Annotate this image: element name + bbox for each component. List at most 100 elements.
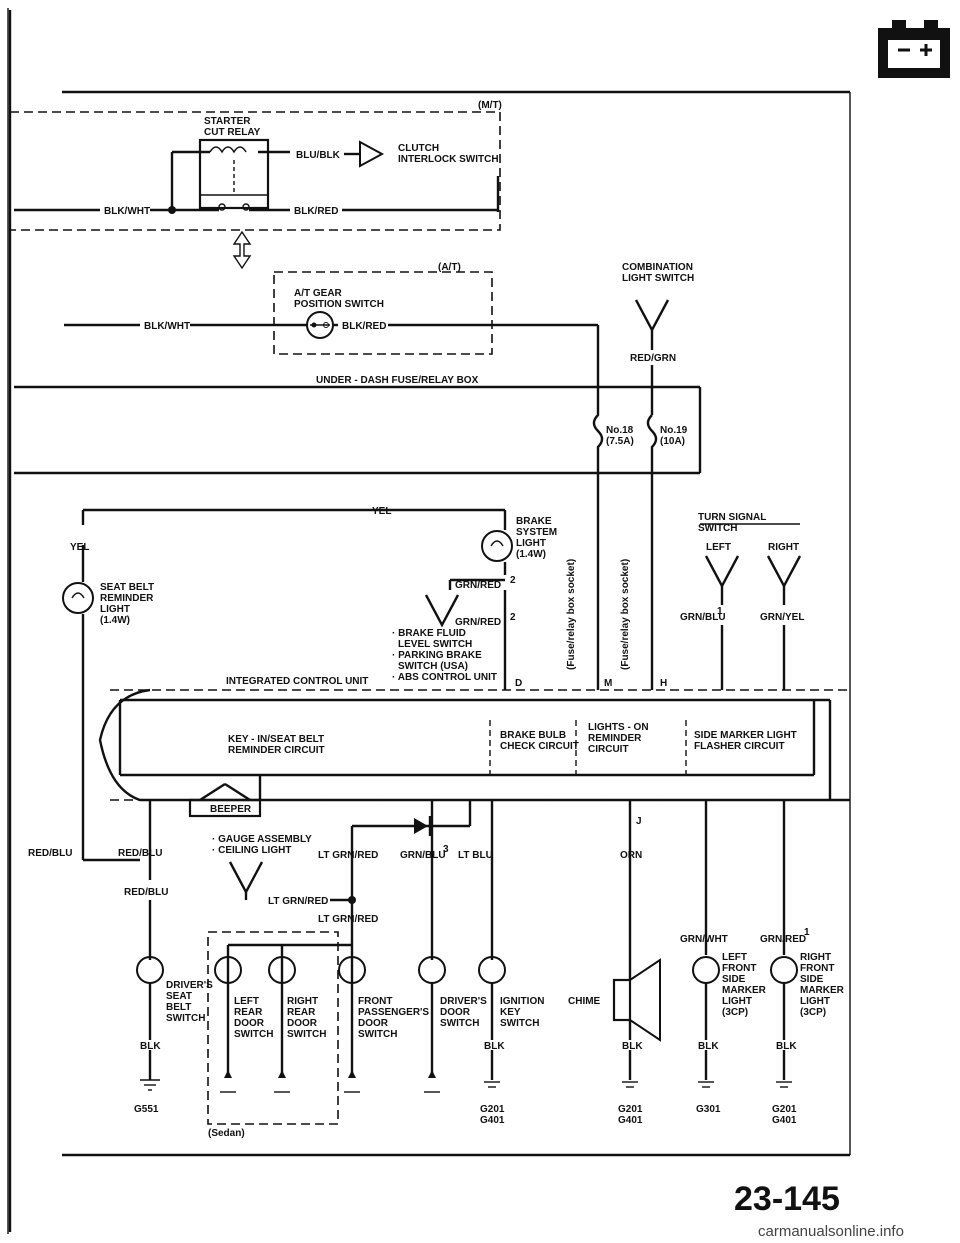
fpd-4: SWITCH bbox=[358, 1029, 397, 1040]
wire-blu-blk: BLU/BLK bbox=[296, 150, 341, 161]
lsm-3: SIDE bbox=[722, 974, 746, 985]
ground-g301: G301 bbox=[696, 1104, 721, 1115]
wire-grn-red-2: GRN/RED bbox=[455, 617, 501, 628]
rsm-6: (3CP) bbox=[800, 1007, 826, 1018]
watermark: carmanualsonline.info bbox=[758, 1223, 904, 1240]
wire-red-blu-1: RED/BLU bbox=[28, 848, 72, 859]
dsb-3: BELT bbox=[166, 1002, 191, 1013]
gauge-line1: · GAUGE ASSEMBLY bbox=[212, 834, 312, 845]
side-marker-circuit-1: SIDE MARKER LIGHT bbox=[694, 730, 797, 741]
turn-left: LEFT bbox=[706, 542, 731, 553]
combo-line2: LIGHT SWITCH bbox=[622, 273, 694, 284]
icu-label: INTEGRATED CONTROL UNIT bbox=[226, 676, 368, 687]
page-frame bbox=[7, 8, 851, 1234]
ground-g401-c: G401 bbox=[772, 1115, 797, 1126]
dsb-4: SWITCH bbox=[166, 1013, 205, 1024]
integrated-control-unit bbox=[98, 688, 850, 836]
wire-blk-red-1: BLK/RED bbox=[294, 206, 338, 217]
wire-grn-yel: GRN/YEL bbox=[760, 612, 804, 623]
wire-yel-top: YEL bbox=[372, 506, 391, 517]
lights-on-3: CIRCUIT bbox=[588, 744, 629, 755]
beeper-label: BEEPER bbox=[210, 804, 252, 815]
key-circuit-2: REMINDER CIRCUIT bbox=[228, 745, 325, 756]
yel-line-and-brake-light bbox=[62, 470, 654, 690]
mt-tag: (M/T) bbox=[478, 100, 502, 111]
wire-blk-wht-1: BLK/WHT bbox=[104, 206, 150, 217]
fpd-2: PASSENGER'S bbox=[358, 1007, 429, 1018]
mt-block bbox=[9, 111, 501, 231]
wire-grn-wht: GRN/WHT bbox=[680, 934, 728, 945]
wire-lt-grn-red-1: LT GRN/RED bbox=[318, 850, 378, 861]
lsm-1: LEFT bbox=[722, 952, 747, 963]
wire-blk-wht-2: BLK/WHT bbox=[144, 321, 190, 332]
brake-bulb-1: BRAKE BULB bbox=[500, 730, 566, 741]
wire-blk-5: BLK bbox=[776, 1041, 797, 1052]
at-gear-line2: POSITION SWITCH bbox=[294, 299, 384, 310]
brake-item-3: · PARKING BRAKE bbox=[392, 650, 482, 661]
rrd-3: DOOR bbox=[287, 1018, 318, 1029]
ign-2: KEY bbox=[500, 1007, 521, 1018]
combo-line1: COMBINATION bbox=[622, 262, 693, 273]
lrd-1: LEFT bbox=[234, 996, 259, 1007]
dsb-1: DRIVER'S bbox=[166, 980, 213, 991]
fuse-socket-label-2: (Fuse/relay box socket) bbox=[620, 559, 631, 670]
lights-on-2: REMINDER bbox=[588, 733, 642, 744]
variant-arrow-icon bbox=[232, 230, 252, 270]
sedan-label: (Sedan) bbox=[208, 1128, 245, 1139]
brake-light-1: BRAKE bbox=[516, 516, 552, 527]
seatbelt-light-3: LIGHT bbox=[100, 604, 130, 615]
wire-blk-3: BLK bbox=[622, 1041, 643, 1052]
starter-title: STARTER bbox=[204, 116, 251, 127]
lower-wiring bbox=[81, 690, 798, 1125]
brake-bulb-2: CHECK CIRCUIT bbox=[500, 741, 579, 752]
lsm-6: (3CP) bbox=[722, 1007, 748, 1018]
lsm-5: LIGHT bbox=[722, 996, 752, 1007]
rrd-1: RIGHT bbox=[287, 996, 318, 1007]
terminal-d: D bbox=[515, 678, 522, 689]
brake-item-1: · BRAKE FLUID bbox=[392, 628, 466, 639]
turn-signal-1: TURN SIGNAL bbox=[698, 512, 766, 523]
ign-3: SWITCH bbox=[500, 1018, 539, 1029]
clutch-line1: CLUTCH bbox=[398, 143, 439, 154]
combination-switch-symbol bbox=[634, 299, 670, 415]
wire-red-blu-3: RED/BLU bbox=[124, 887, 168, 898]
superscript-2a: 2 bbox=[510, 575, 516, 586]
brake-item-4: SWITCH (USA) bbox=[398, 661, 468, 672]
lights-on-1: LIGHTS - ON bbox=[588, 722, 649, 733]
at-block bbox=[64, 271, 600, 395]
wire-lt-blu: LT BLU bbox=[458, 850, 493, 861]
key-circuit-1: KEY - IN/SEAT BELT bbox=[228, 734, 324, 745]
lrd-4: SWITCH bbox=[234, 1029, 273, 1040]
lsm-4: MARKER bbox=[722, 985, 767, 996]
rrd-2: REAR bbox=[287, 1007, 316, 1018]
lsm-2: FRONT bbox=[722, 963, 756, 974]
rsm-1: RIGHT bbox=[800, 952, 831, 963]
seatbelt-light-2: REMINDER bbox=[100, 593, 154, 604]
rsm-4: MARKER bbox=[800, 985, 845, 996]
clutch-line2: INTERLOCK SWITCH bbox=[398, 154, 499, 165]
wire-grn-blu-1: GRN/BLU bbox=[680, 612, 726, 623]
fpd-3: DOOR bbox=[358, 1018, 389, 1029]
chime-label: CHIME bbox=[568, 996, 601, 1007]
battery-icon bbox=[878, 20, 950, 78]
seatbelt-light-1: SEAT BELT bbox=[100, 582, 154, 593]
brake-light-4: (1.4W) bbox=[516, 549, 546, 560]
rsm-2: FRONT bbox=[800, 963, 834, 974]
dd-2: DOOR bbox=[440, 1007, 471, 1018]
brake-item-2: LEVEL SWITCH bbox=[398, 639, 472, 650]
wire-blk-red-2: BLK/RED bbox=[342, 321, 386, 332]
turn-signal-switch-symbol bbox=[700, 523, 802, 690]
wire-lt-grn-red-2: LT GRN/RED bbox=[268, 896, 328, 907]
brake-item-5: · ABS CONTROL UNIT bbox=[392, 672, 497, 683]
at-gear-line1: A/T GEAR bbox=[294, 288, 343, 299]
underdash-fuse-box bbox=[14, 385, 702, 475]
starter-subtitle: CUT RELAY bbox=[204, 127, 261, 138]
wire-grn-blu-3: GRN/BLU bbox=[400, 850, 446, 861]
brake-light-3: LIGHT bbox=[516, 538, 546, 549]
ground-g551: G551 bbox=[134, 1104, 159, 1115]
wire-grn-red-1: GRN/RED bbox=[455, 580, 501, 591]
ign-1: IGNITION bbox=[500, 996, 544, 1007]
fuse-19-num: No.19 bbox=[660, 425, 688, 436]
superscript-1a: 1 bbox=[717, 606, 723, 617]
